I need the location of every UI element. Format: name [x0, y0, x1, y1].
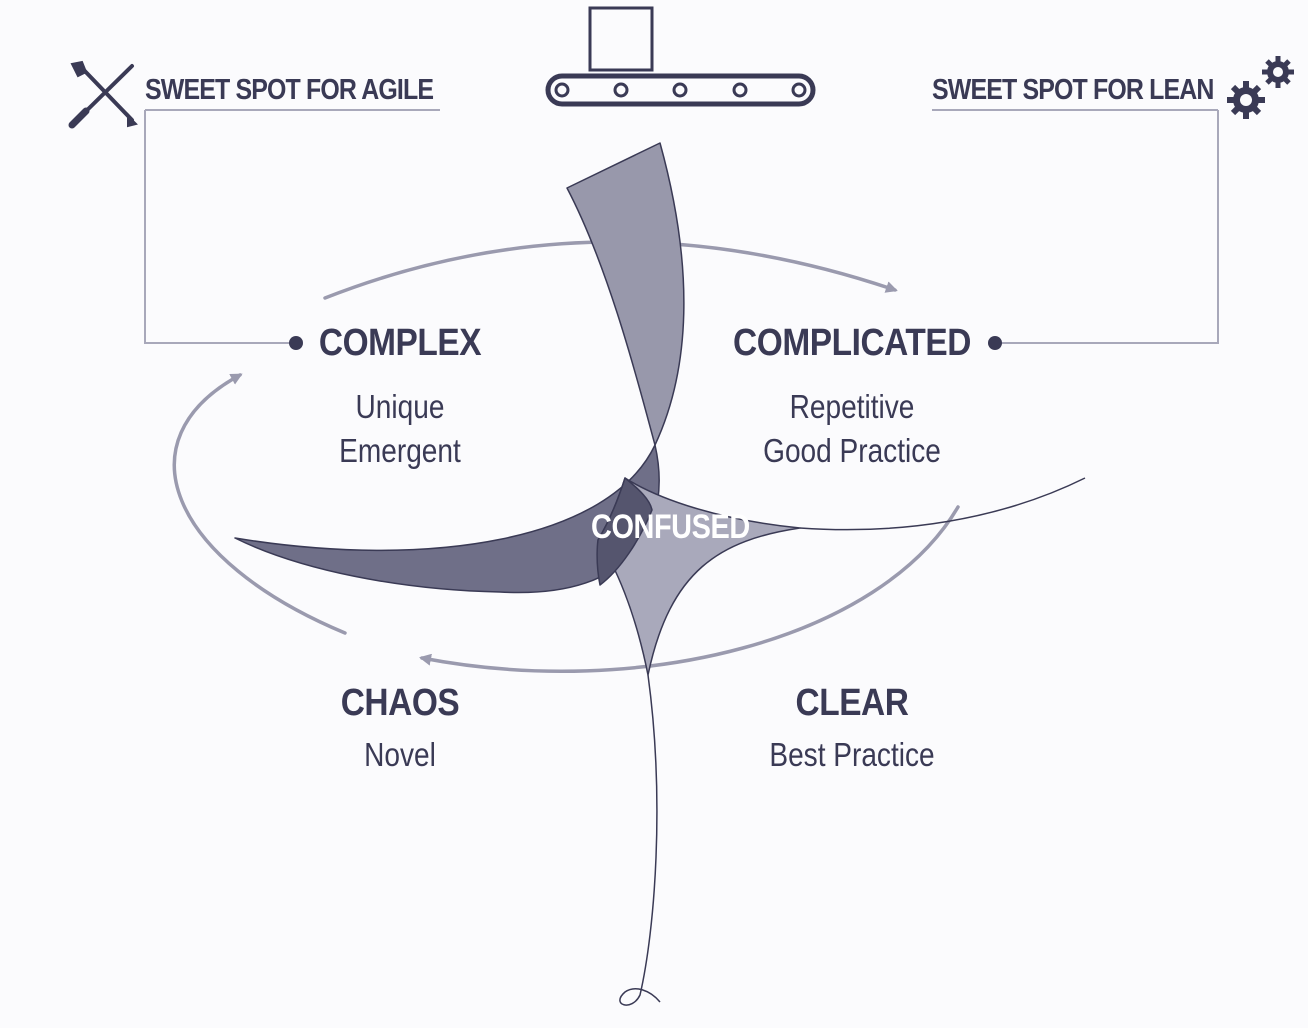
complex-line1: Unique — [355, 388, 445, 425]
agile-connector — [144, 109, 440, 344]
sweet-spot-lean-label: SWEET SPOT FOR LEAN — [932, 74, 1214, 106]
clear-line1: Best Practice — [769, 736, 935, 773]
top-blade-shape — [566, 142, 685, 446]
sweet-spot-agile-label: SWEET SPOT FOR AGILE — [145, 74, 434, 106]
clear-title: CLEAR — [795, 682, 909, 724]
complex-dot — [289, 336, 303, 350]
conveyor-belt-icon — [545, 6, 816, 107]
complicated-line1: Repetitive — [789, 388, 915, 425]
complicated-title: COMPLICATED — [733, 322, 971, 364]
complicated-line2: Good Practice — [763, 432, 941, 469]
arrow-chaos-to-complex — [172, 373, 347, 635]
center-overlap-shape — [596, 477, 653, 586]
complex-line2: Emergent — [339, 432, 461, 469]
confused-label: CONFUSED — [591, 508, 750, 546]
lean-connector — [932, 109, 1219, 344]
bottom-tail-curve — [619, 674, 661, 1006]
chaos-title: CHAOS — [340, 682, 460, 724]
complex-title: COMPLEX — [318, 322, 482, 364]
gears-icon — [1227, 56, 1294, 119]
chaos-line1: Novel — [364, 736, 436, 773]
wrench-screwdriver-icon — [68, 60, 138, 129]
right-thin-curve — [799, 477, 1086, 531]
arrow-clear-to-chaos — [419, 505, 960, 673]
domain-shapes — [234, 142, 801, 676]
complicated-dot — [988, 336, 1002, 350]
